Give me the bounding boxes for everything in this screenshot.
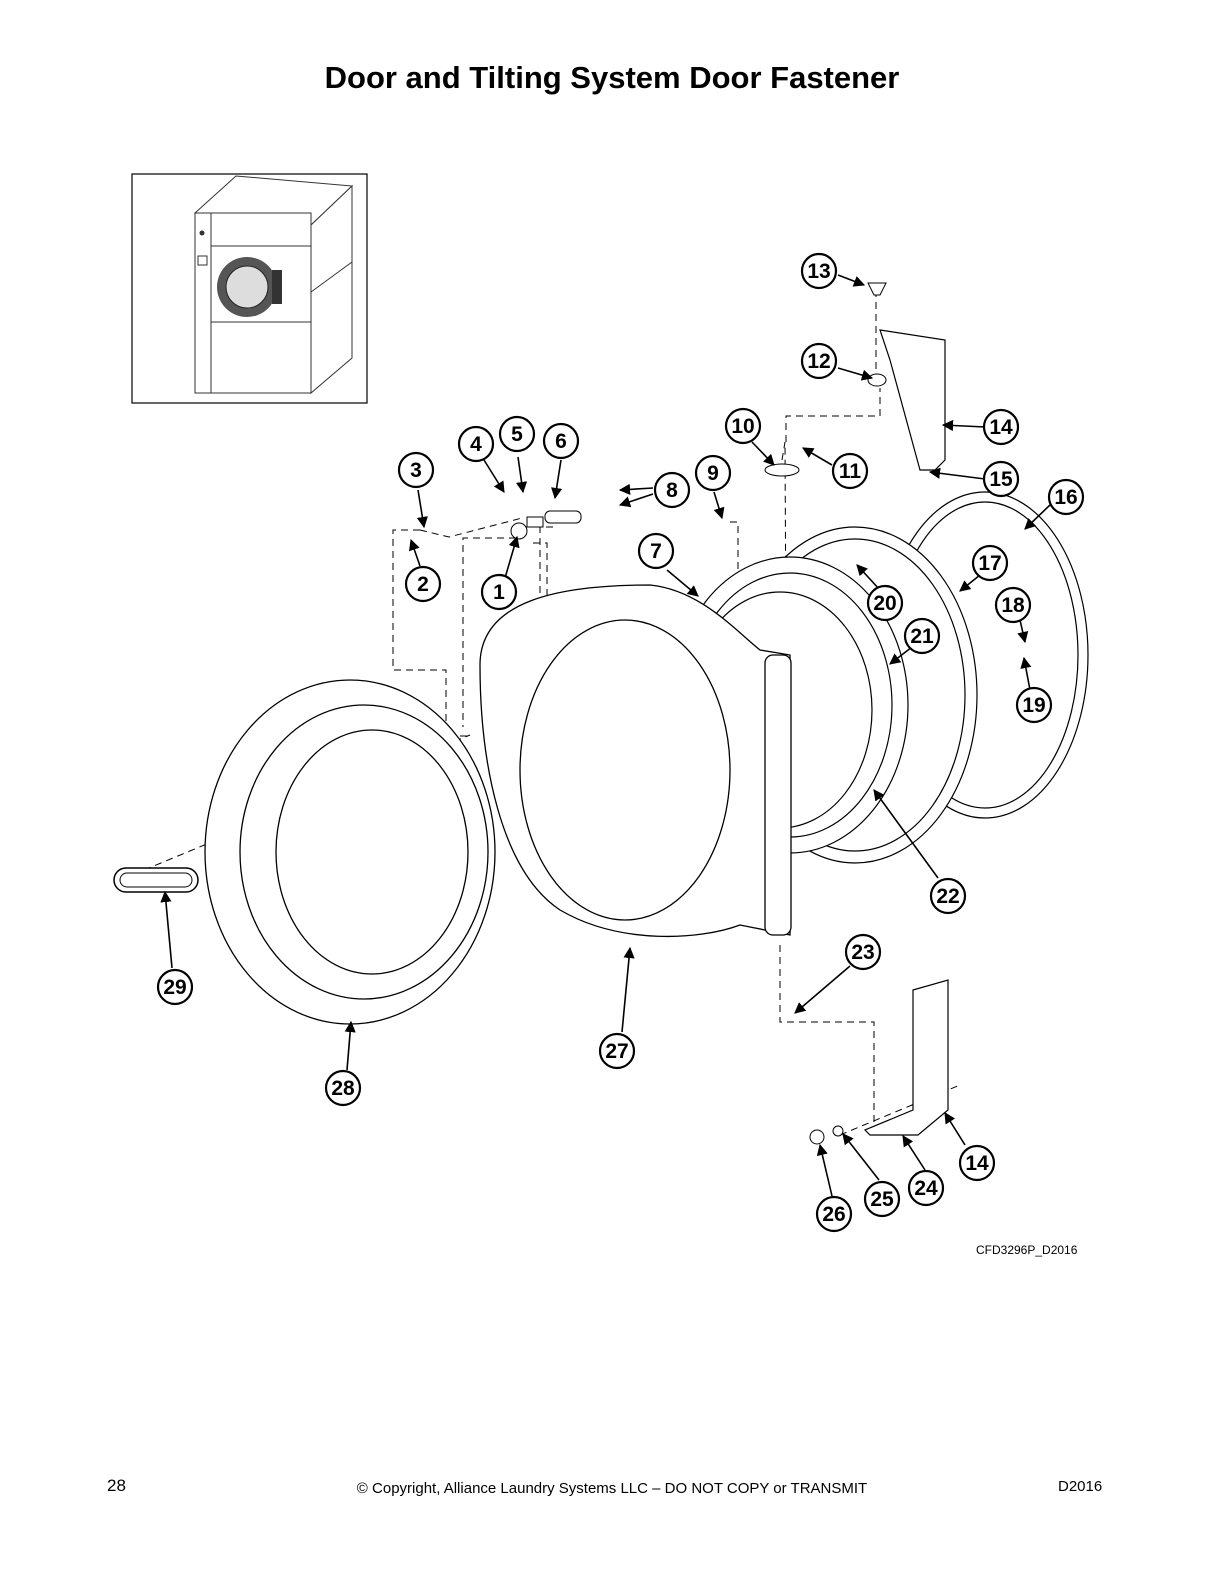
fastener-hardware [510,282,887,1145]
callout-28: 28 [324,1069,362,1107]
svg-text:26: 26 [822,1203,845,1226]
callout-6: 6 [542,422,580,460]
svg-text:15: 15 [989,468,1013,491]
callout-22: 22 [929,877,967,915]
svg-text:8: 8 [666,479,678,502]
svg-text:2: 2 [417,573,429,596]
callout-bubbles: 1 2 3 4 5 6 7 8 9 10 11 12 13 14 15 16 1… [156,252,1085,1233]
callout-11: 11 [831,452,869,490]
callout-19: 19 [1015,686,1053,724]
svg-text:6: 6 [555,430,567,453]
svg-text:9: 9 [707,462,719,485]
callout-13: 13 [800,252,838,290]
callout-5: 5 [498,415,536,453]
callout-27: 27 [598,1032,636,1070]
copyright-notice: © Copyright, Alliance Laundry Systems LL… [356,1480,868,1497]
callout-3: 3 [397,451,435,489]
svg-text:25: 25 [870,1188,894,1211]
callout-24: 24 [907,1169,945,1207]
svg-text:7: 7 [650,540,662,563]
page-title: Door and Tilting System Door Fastener [324,60,900,95]
callout-9: 9 [694,454,732,492]
svg-text:16: 16 [1054,486,1077,509]
svg-text:14: 14 [989,416,1013,439]
callout-15: 15 [982,460,1020,498]
callout-14-bottom: 14 [958,1144,996,1182]
callout-17: 17 [971,544,1009,582]
callout-25: 25 [863,1180,901,1218]
svg-text:28: 28 [331,1077,355,1100]
callout-8: 8 [653,471,691,509]
svg-text:23: 23 [851,941,874,964]
svg-text:20: 20 [873,592,896,615]
outer-door-ring [204,679,496,1025]
callout-7: 7 [637,532,675,570]
callout-26: 26 [815,1195,853,1233]
callout-23: 23 [844,933,882,971]
svg-text:1: 1 [493,581,505,604]
svg-text:24: 24 [914,1177,938,1200]
callout-14-top: 14 [982,408,1020,446]
svg-text:18: 18 [1001,594,1025,617]
svg-text:4: 4 [470,433,482,456]
svg-text:27: 27 [605,1040,628,1063]
hinge-brackets [863,329,949,1136]
callout-20: 20 [866,584,904,622]
page-number: 28 [107,1476,126,1495]
svg-text:21: 21 [910,625,934,648]
svg-text:11: 11 [839,460,862,483]
door-handle [113,867,199,893]
svg-text:13: 13 [807,260,830,283]
svg-text:14: 14 [965,1152,989,1175]
callout-18: 18 [994,586,1032,624]
svg-text:10: 10 [731,415,754,438]
callout-2: 2 [404,565,442,603]
svg-text:5: 5 [511,423,523,446]
svg-text:22: 22 [936,885,959,908]
svg-text:3: 3 [410,459,422,482]
document-code: D2016 [1058,1478,1103,1495]
callout-12: 12 [800,342,838,380]
door-frame [479,584,792,938]
callout-1: 1 [480,573,518,611]
callout-10: 10 [724,407,762,445]
callout-21: 21 [903,617,941,655]
callout-29: 29 [156,968,194,1006]
callout-4: 4 [457,425,495,463]
machine-overview-inset [131,173,368,404]
svg-text:12: 12 [807,350,830,373]
callout-leaders [160,274,1051,1197]
drawing-code: CFD3296P_D2016 [976,1243,1078,1257]
svg-text:19: 19 [1022,694,1045,717]
svg-text:29: 29 [163,976,186,999]
callout-16: 16 [1047,478,1085,516]
svg-text:17: 17 [978,552,1001,575]
